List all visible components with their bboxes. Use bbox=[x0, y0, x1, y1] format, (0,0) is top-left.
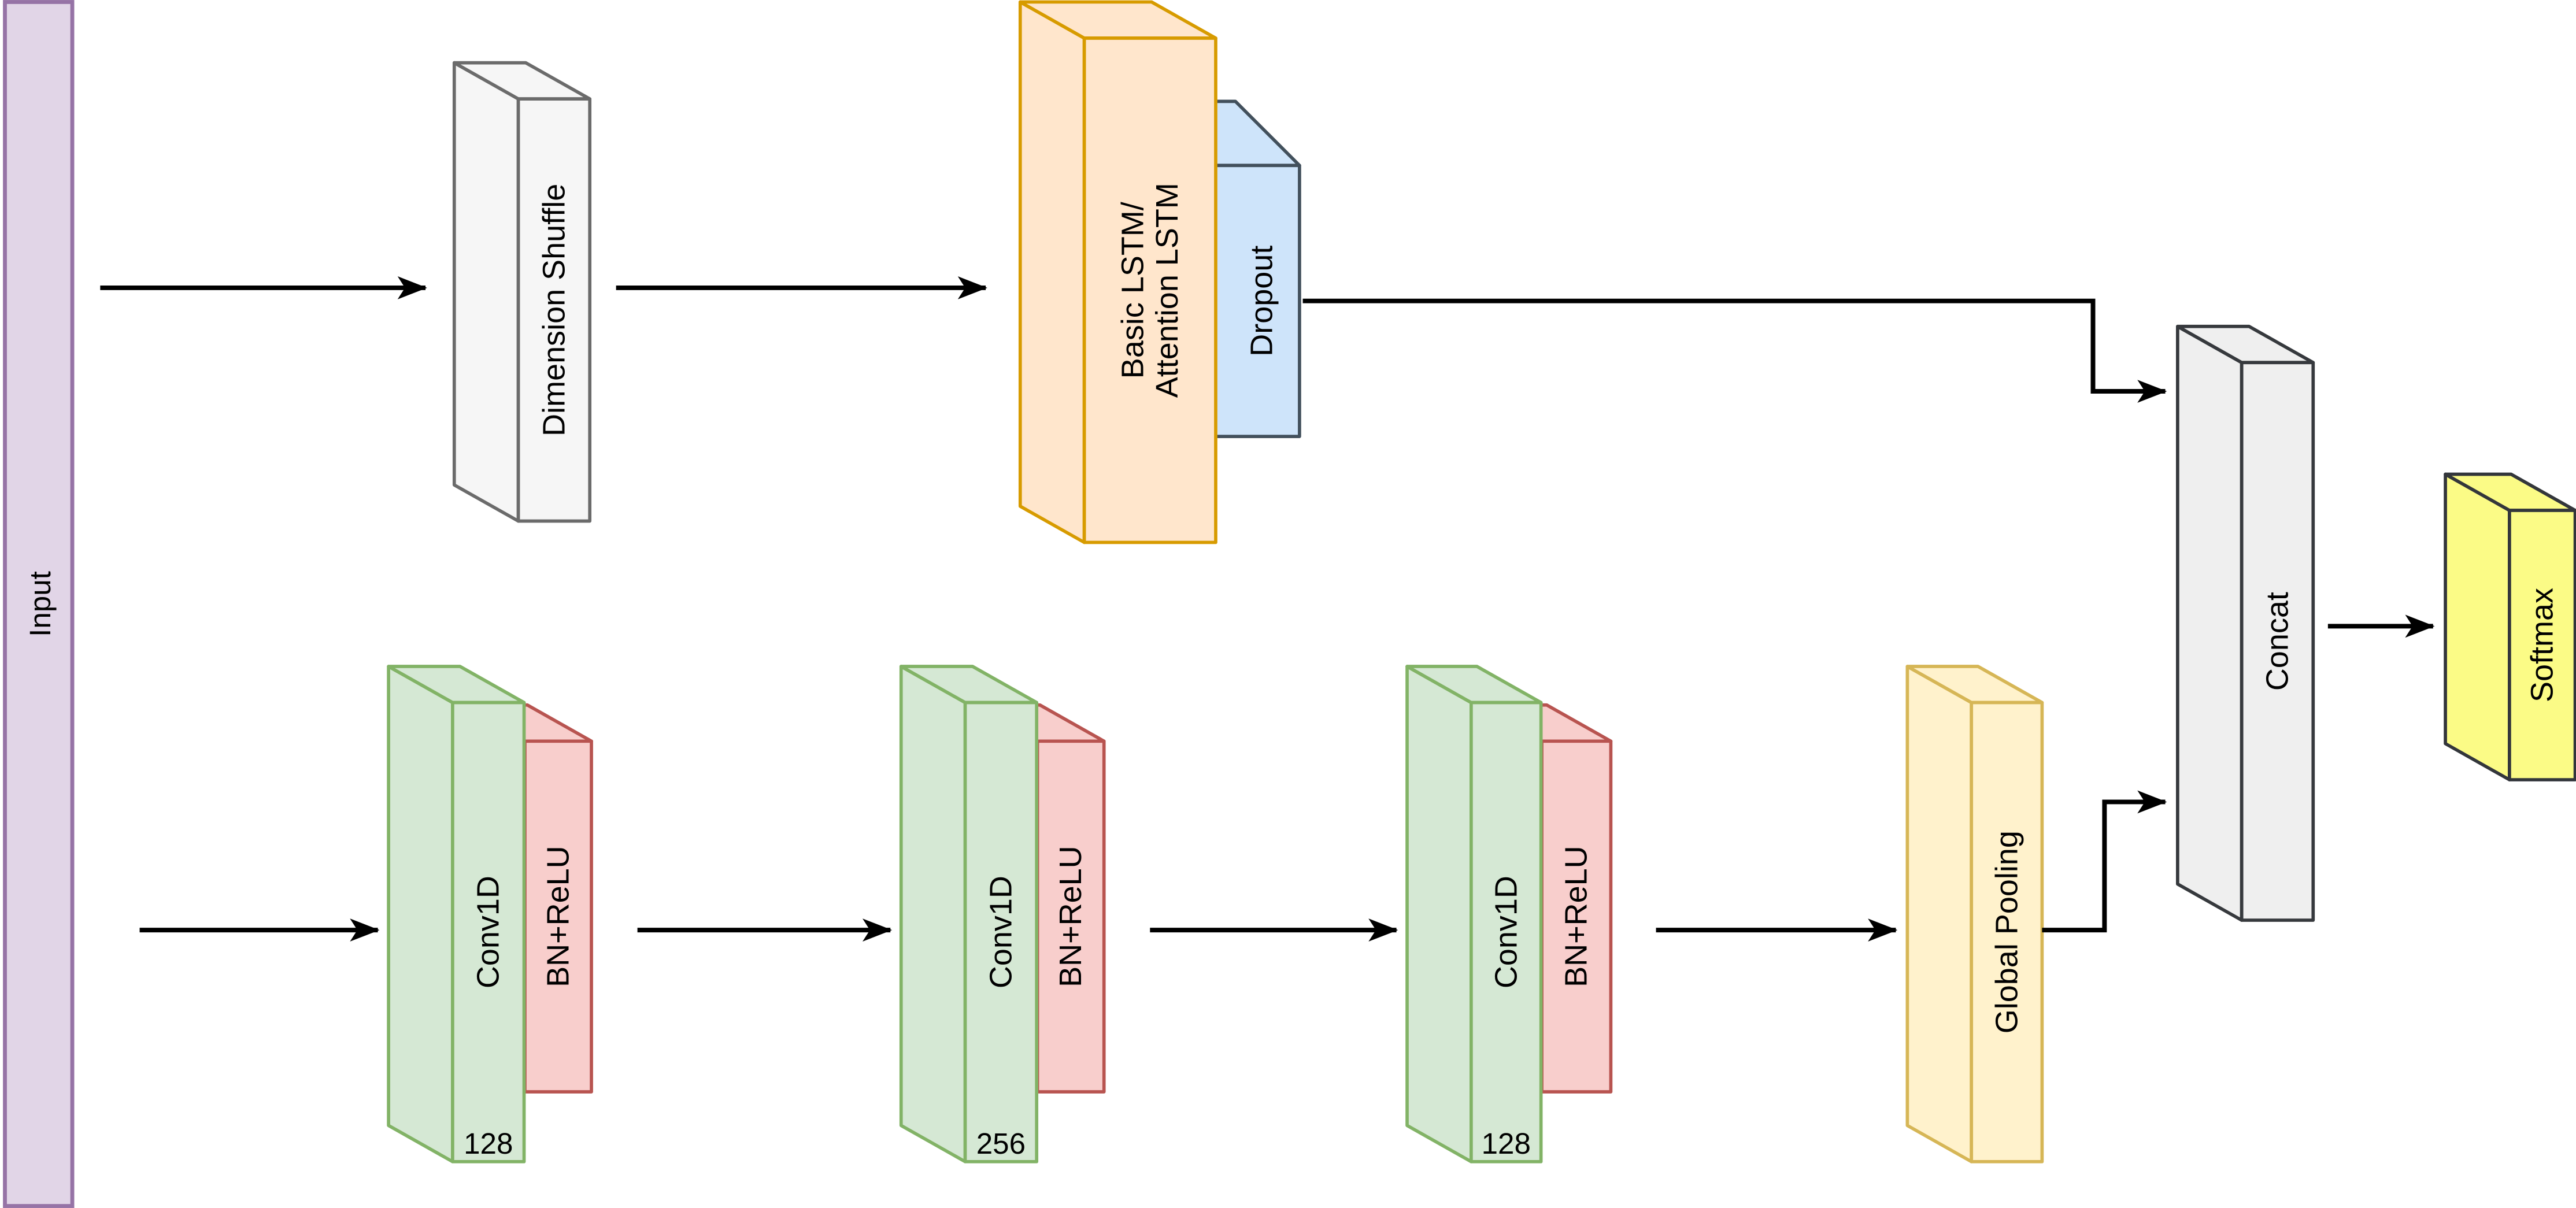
node-concat-label: Concat bbox=[2260, 592, 2294, 691]
node-concat: Concat bbox=[2176, 324, 2315, 922]
node-basic-lstm-label: Basic LSTM/Attention LSTM bbox=[1115, 183, 1185, 398]
node-dimension-shuffle: Dimension Shuffle bbox=[452, 61, 592, 523]
node-conv1d-2-side-face bbox=[899, 665, 967, 1163]
node-conv1d-3: Conv1D 128 bbox=[1405, 665, 1543, 1163]
node-conv1d-2-front-face bbox=[963, 701, 1039, 1163]
node-softmax-front-face bbox=[2508, 509, 2576, 781]
edge-dropout-to-concat bbox=[1302, 298, 2167, 403]
node-conv1d-1-label: Conv1D bbox=[471, 876, 506, 988]
node-input: Input bbox=[3, 0, 75, 1208]
node-softmax-label: Softmax bbox=[2525, 588, 2560, 702]
node-concat-side-face bbox=[2176, 324, 2244, 922]
node-basic-lstm-front-face bbox=[1082, 36, 1217, 544]
edge-global-pooling-to-concat bbox=[2042, 790, 2167, 933]
node-conv1d-3-side-face bbox=[1405, 665, 1473, 1163]
node-conv1d-2-filters-count: 256 bbox=[976, 1127, 1026, 1160]
node-concat-front-face bbox=[2240, 361, 2315, 922]
node-bn-relu-3-label: BN+ReLU bbox=[1559, 846, 1594, 987]
node-global-pooling-side-face bbox=[1905, 665, 1974, 1163]
node-conv1d-1-front-face bbox=[451, 701, 526, 1163]
node-conv1d-3-label: Conv1D bbox=[1489, 876, 1523, 988]
node-global-pooling-label: Global Pooling bbox=[1989, 831, 2024, 1033]
node-basic-lstm: Basic LSTM/Attention LSTM bbox=[1018, 0, 1217, 544]
node-dimension-shuffle-front-face bbox=[516, 97, 592, 523]
node-dimension-shuffle-label: Dimension Shuffle bbox=[536, 184, 571, 436]
node-softmax-side-face bbox=[2444, 472, 2511, 781]
node-conv1d-3-front-face bbox=[1470, 701, 1543, 1163]
node-conv1d-1: Conv1D 128 bbox=[387, 665, 526, 1163]
node-bn-relu-2-label: BN+ReLU bbox=[1053, 846, 1088, 987]
node-input-label: Input bbox=[24, 571, 57, 637]
node-dimension-shuffle-side-face bbox=[452, 61, 520, 523]
node-global-pooling: Global Pooling bbox=[1905, 665, 2044, 1163]
node-basic-lstm-side-face bbox=[1018, 0, 1086, 544]
node-global-pooling-front-face bbox=[1970, 701, 2044, 1163]
node-dropout-label: Dropout bbox=[1245, 246, 1279, 357]
node-bn-relu-1-label: BN+ReLU bbox=[541, 846, 576, 987]
node-conv1d-1-side-face bbox=[387, 665, 454, 1163]
node-conv1d-2: Conv1D 256 bbox=[899, 665, 1039, 1163]
node-conv1d-1-filters-count: 128 bbox=[464, 1127, 513, 1160]
node-conv1d-2-label: Conv1D bbox=[983, 876, 1018, 988]
node-conv1d-3-filters-count: 128 bbox=[1482, 1127, 1531, 1160]
node-softmax: Softmax bbox=[2444, 472, 2576, 781]
